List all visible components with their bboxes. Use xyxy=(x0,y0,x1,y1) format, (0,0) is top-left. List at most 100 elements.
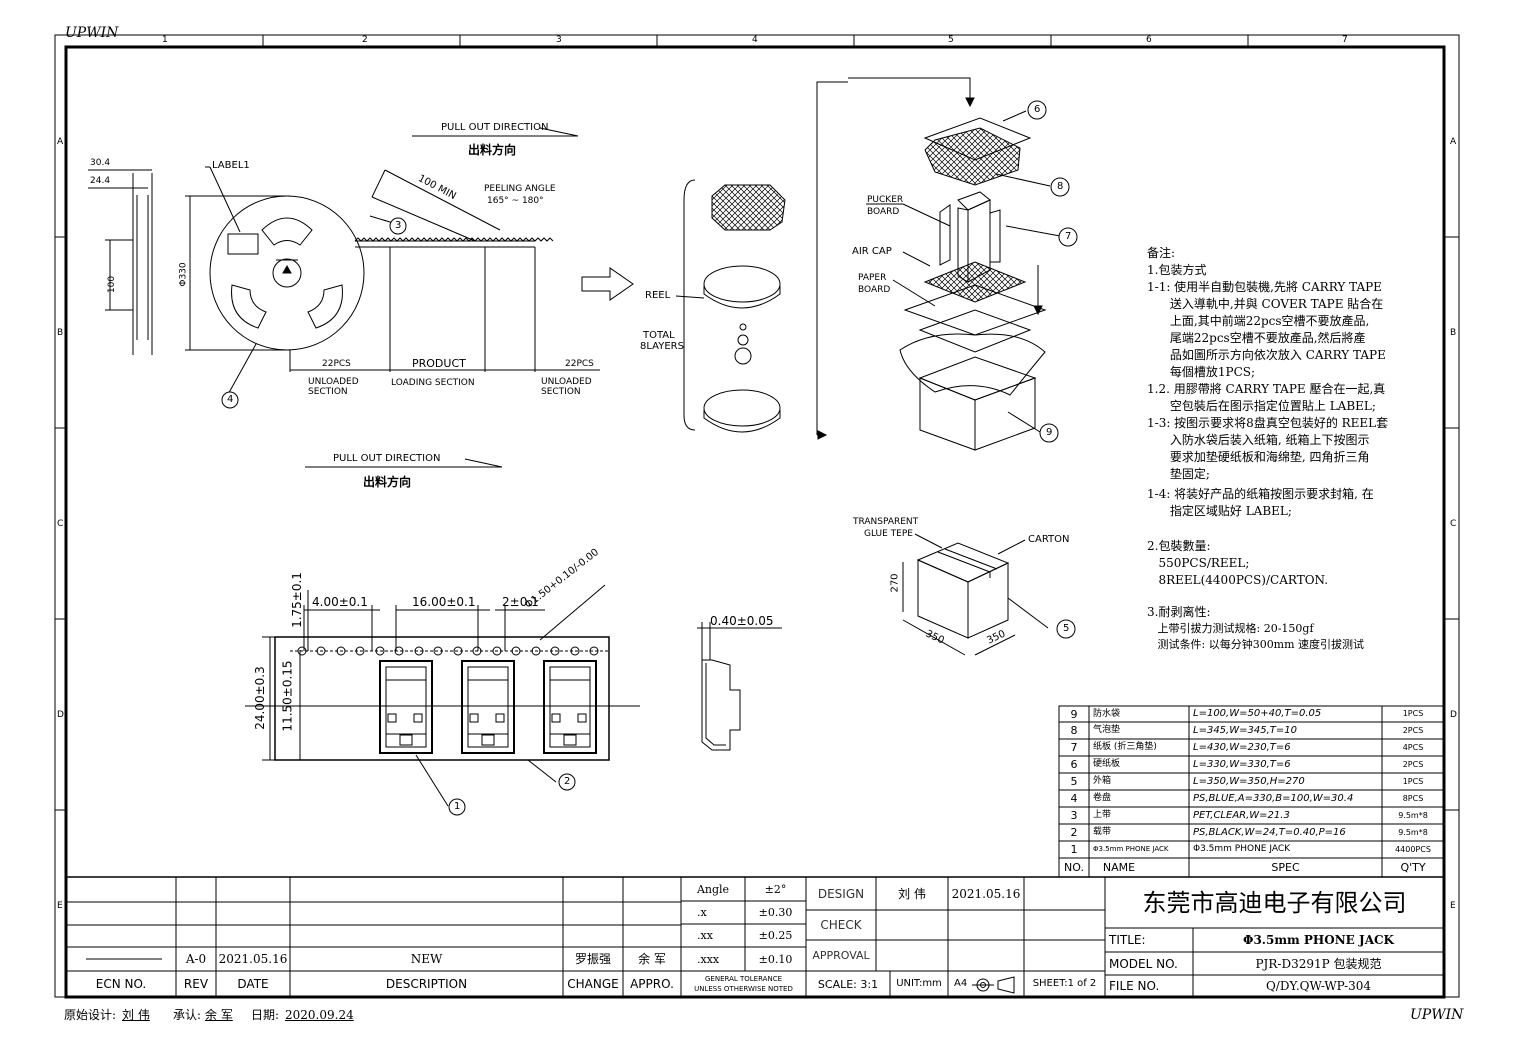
dim-270: 270 xyxy=(889,573,901,593)
notes-line: 要求加垫硬纸板和海绵垫, 四角折三角 xyxy=(1147,450,1370,464)
bom-no: 4 xyxy=(1070,792,1078,805)
footer-original-value: 刘 伟 xyxy=(122,1008,150,1022)
notes-line: 1-1: 使用半自動包裝機,先將 CARRY TAPE xyxy=(1147,280,1382,294)
bom-name: 防水袋 xyxy=(1093,708,1121,719)
notes-line: 上面,其中前端22pcs空槽不要放產品, xyxy=(1147,314,1370,328)
pull-out-top-en: PULL OUT DIRECTION xyxy=(441,122,549,133)
peeling-angle-value: 165° ~ 180° xyxy=(487,196,544,206)
bom-spec: L=100,W=50+40,T=0.05 xyxy=(1193,708,1322,719)
bom-no: 9 xyxy=(1070,707,1078,721)
date-value: 2021.05.16 xyxy=(218,952,288,966)
balloon-9-number: 9 xyxy=(1046,427,1053,438)
change-value: 罗振强 xyxy=(574,952,611,966)
section-22pcs-left: 22PCS xyxy=(322,359,351,369)
tol-x: ±0.30 xyxy=(758,906,793,919)
notes-line: 3.耐剥离性: xyxy=(1147,605,1211,619)
balloon-1-number: 1 xyxy=(454,801,461,812)
pull-out-bottom-en: PULL OUT DIRECTION xyxy=(333,453,441,464)
bom-name: 外箱 xyxy=(1093,776,1112,786)
notes-line: 垫固定; xyxy=(1147,467,1210,481)
zone-row-d-right: D xyxy=(1450,710,1457,720)
sheet-value: SHEET:1 of 2 xyxy=(1032,978,1097,989)
balloon-6-number: 6 xyxy=(1034,104,1041,115)
zone-row-b-right: B xyxy=(1450,328,1457,338)
notes-line: 品如圖所示方向依次放入 CARRY TAPE xyxy=(1147,348,1386,362)
tol-xx: ±0.25 xyxy=(758,929,793,942)
tol-x-label: .x xyxy=(697,906,707,919)
tol-xx-label: .xx xyxy=(697,929,713,942)
bom-no: 3 xyxy=(1070,809,1078,822)
pull-out-bottom-cn: 出料方向 xyxy=(363,475,412,489)
bom-qty: 9.5m*8 xyxy=(1398,810,1428,820)
balloon-7-number: 7 xyxy=(1065,231,1072,242)
model-label: MODEL NO. xyxy=(1109,956,1178,971)
tol-xxx: ±0.10 xyxy=(758,952,793,966)
balloon-5-number: 5 xyxy=(1063,623,1070,634)
bom-header-spec: SPEC xyxy=(1271,861,1300,874)
ecn-label: ECN NO. xyxy=(95,977,147,991)
section-unloaded-left: UNLOADED SECTION xyxy=(308,377,359,398)
bom-qty: 1PCS xyxy=(1402,709,1424,718)
section-product: PRODUCT xyxy=(412,357,466,370)
bom-name: 纸板 (折三角垫) xyxy=(1093,742,1157,752)
layers-label: 8LAYERS xyxy=(640,341,684,352)
title-label: TITLE: xyxy=(1109,933,1146,947)
notes-line: 1-4: 将装好产品的纸箱按图示要求封箱, 在 xyxy=(1147,487,1374,501)
footer-date-value: 2020.09.24 xyxy=(285,1008,354,1022)
bom-header-name: NAME xyxy=(1102,861,1136,874)
zone-col-5: 5 xyxy=(948,35,954,45)
bom-spec: PET,CLEAR,W=21.3 xyxy=(1193,809,1290,821)
dim-pitch-16: 16.00±0.1 xyxy=(412,595,476,609)
change-label: CHANGE xyxy=(567,977,619,991)
unit-value: UNIT:mm xyxy=(896,978,942,989)
balloon-4-number: 4 xyxy=(227,394,234,405)
dim-330: Φ330 xyxy=(178,262,189,287)
bom-spec: Φ3.5mm PHONE JACK xyxy=(1193,844,1291,854)
bom-spec: L=345,W=345,T=10 xyxy=(1193,724,1297,736)
dim-100: 100 xyxy=(107,275,118,294)
zone-row-a-left: A xyxy=(57,137,64,147)
general-tolerance-line-2: UNLESS OTHERWISE NOTED xyxy=(694,984,793,993)
company-name: 东莞市高迪电子有限公司 xyxy=(1142,888,1407,917)
bom-no: 8 xyxy=(1070,724,1078,737)
notes-line: 空包裝后在图示指定位置貼上 LABEL; xyxy=(1147,399,1376,413)
notes-line: 尾端22pcs空槽不要放產品,然后將產 xyxy=(1147,331,1366,345)
check-label: CHECK xyxy=(820,918,862,932)
bom-no: 2 xyxy=(1070,826,1078,839)
pucker-board-label-1: PUCKER xyxy=(867,195,904,205)
balloon-3-number: 3 xyxy=(395,220,402,231)
tol-angle: ±2° xyxy=(764,882,787,896)
reel-label: REEL xyxy=(645,290,671,301)
notes-line: 每個槽放1PCS; xyxy=(1147,365,1256,379)
title-value: Φ3.5mm PHONE JACK xyxy=(1243,933,1394,947)
rev-value: A-0 xyxy=(185,952,207,966)
bom-spec: L=330,W=330,T=6 xyxy=(1193,758,1291,770)
general-tolerance-line-1: GENERAL TOLERANCE xyxy=(704,974,783,983)
zone-row-e-left: E xyxy=(57,901,63,911)
bom-spec: PS,BLACK,W=24,T=0.40,P=16 xyxy=(1193,826,1346,838)
carton-label: CARTON xyxy=(1028,534,1070,545)
dim-30-4: 30.4 xyxy=(90,158,111,168)
date-label: DATE xyxy=(237,977,269,991)
pull-out-top-cn: 出料方向 xyxy=(468,143,517,157)
notes-line: 指定区域贴好 LABEL; xyxy=(1147,504,1292,518)
notes-line: 上带引拔力测试规格: 20-150gf xyxy=(1147,622,1314,635)
dim-1-75: 1.75±0.1 xyxy=(289,572,304,628)
dim-pitch-4: 4.00±0.1 xyxy=(312,595,368,609)
total-label: TOTAL xyxy=(643,330,675,341)
zone-col-6: 6 xyxy=(1146,35,1152,45)
file-label: FILE NO. xyxy=(1109,979,1160,993)
paper-board-label-2: BOARD xyxy=(858,285,891,295)
section-loading: LOADING SECTION xyxy=(391,378,475,388)
zone-row-c-left: C xyxy=(57,519,64,529)
balloon-2-number: 2 xyxy=(564,776,571,787)
appro-label: APPRO. xyxy=(630,977,674,991)
footer-approve-value: 余 军 xyxy=(205,1008,233,1022)
notes-line: 8REEL(4400PCS)/CARTON. xyxy=(1147,573,1329,587)
notes-line: 2.包裝數量: xyxy=(1147,539,1211,553)
transparent-label-2: GLUE TEPE xyxy=(864,529,913,539)
bom-name: Φ3.5mm PHONE JACK xyxy=(1093,845,1169,853)
appro-value: 余 军 xyxy=(638,952,666,966)
bom-qty: 9.5m*8 xyxy=(1398,827,1428,837)
bom-qty: 2PCS xyxy=(1402,759,1424,769)
